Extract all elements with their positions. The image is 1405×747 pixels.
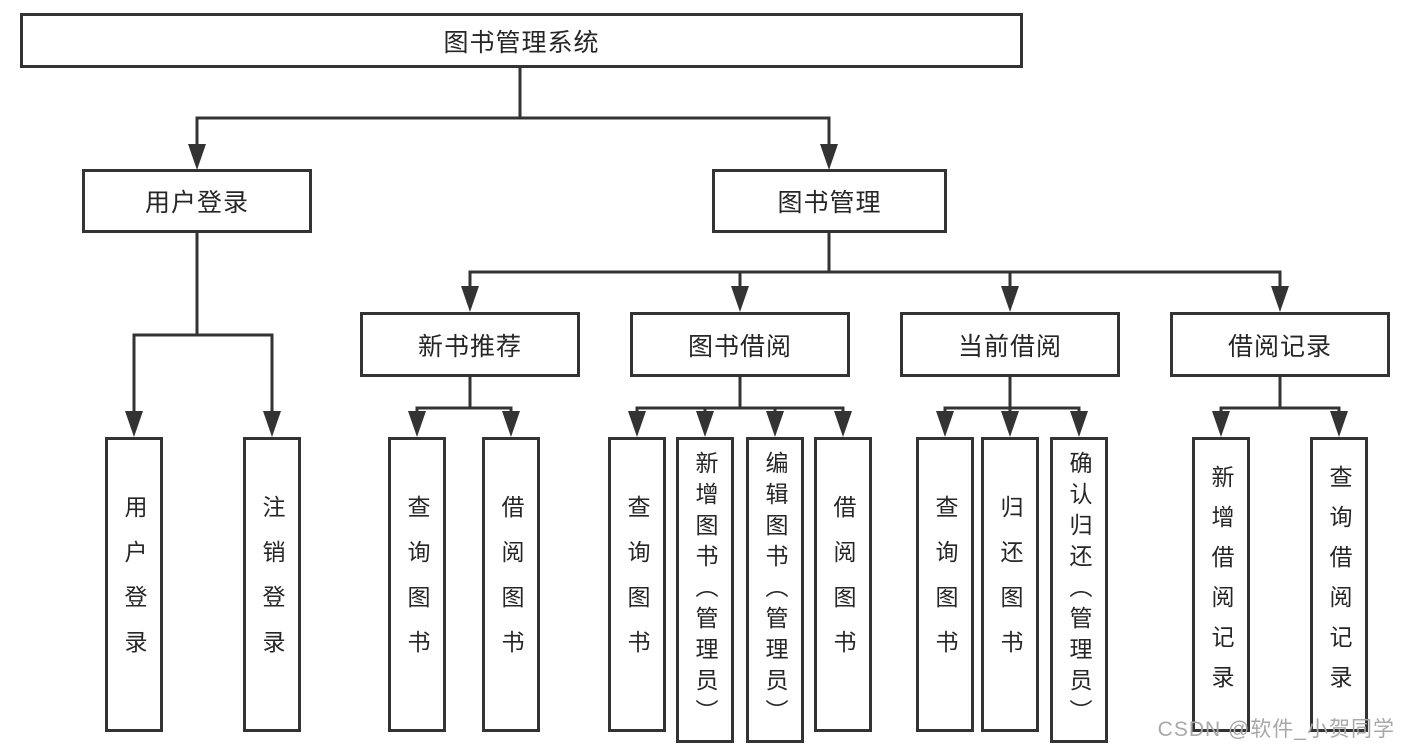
leaf-confirm-return-admin: 确认归还（管理员） xyxy=(1050,437,1108,743)
node-current-borrowing-label: 当前借阅 xyxy=(957,332,1062,361)
leaf-query-books-borrowing-label: 查询图书 xyxy=(624,494,650,675)
leaf-query-books-borrowing: 查询图书 xyxy=(608,437,666,732)
leaf-borrow-books-borrowing: 借阅图书 xyxy=(814,437,872,732)
watermark: CSDN @软件_小贺同学 xyxy=(1157,718,1395,741)
leaf-user-login-label: 用户登录 xyxy=(121,494,147,675)
node-root: 图书管理系统 xyxy=(20,13,1023,68)
node-borrowing-records: 借阅记录 xyxy=(1170,312,1390,377)
node-user-login-label: 用户登录 xyxy=(144,189,249,217)
leaf-logout: 注销登录 xyxy=(243,437,301,732)
leaf-edit-books-admin: 编辑图书（管理员） xyxy=(746,437,804,743)
node-new-book-recommend-label: 新书推荐 xyxy=(417,332,522,361)
node-book-management-label: 图书管理 xyxy=(777,189,882,217)
leaf-confirm-return-admin-label: 确认归还（管理员） xyxy=(1066,450,1092,730)
leaf-borrow-books-recommend: 借阅图书 xyxy=(482,437,540,732)
node-root-label: 图书管理系统 xyxy=(443,28,600,57)
leaf-query-books-current: 查询图书 xyxy=(916,437,974,732)
node-book-borrowing-label: 图书借阅 xyxy=(687,332,792,361)
leaf-return-books: 归还图书 xyxy=(981,437,1039,732)
node-book-management: 图书管理 xyxy=(712,169,947,233)
leaf-query-borrow-record-label: 查询借阅记录 xyxy=(1326,464,1352,705)
node-new-book-recommend: 新书推荐 xyxy=(360,312,580,377)
leaf-borrow-books-borrowing-label: 借阅图书 xyxy=(830,494,856,675)
leaf-query-books-recommend-label: 查询图书 xyxy=(404,494,430,675)
leaf-add-borrow-record: 新增借阅记录 xyxy=(1192,437,1250,732)
leaf-query-books-recommend: 查询图书 xyxy=(388,437,446,732)
leaf-query-borrow-record: 查询借阅记录 xyxy=(1310,437,1368,732)
node-borrowing-records-label: 借阅记录 xyxy=(1227,332,1332,361)
leaf-query-books-current-label: 查询图书 xyxy=(932,494,958,675)
leaf-logout-label: 注销登录 xyxy=(259,494,285,675)
node-current-borrowing: 当前借阅 xyxy=(900,312,1120,377)
leaf-borrow-books-recommend-label: 借阅图书 xyxy=(498,494,524,675)
leaf-edit-books-admin-label: 编辑图书（管理员） xyxy=(762,450,788,730)
leaf-return-books-label: 归还图书 xyxy=(997,494,1023,675)
leaf-add-books-admin-label: 新增图书（管理员） xyxy=(692,450,718,730)
leaf-add-books-admin: 新增图书（管理员） xyxy=(676,437,734,743)
node-user-login: 用户登录 xyxy=(82,169,312,233)
node-book-borrowing: 图书借阅 xyxy=(630,312,850,377)
leaf-user-login: 用户登录 xyxy=(105,437,163,732)
leaf-add-borrow-record-label: 新增借阅记录 xyxy=(1208,464,1234,705)
